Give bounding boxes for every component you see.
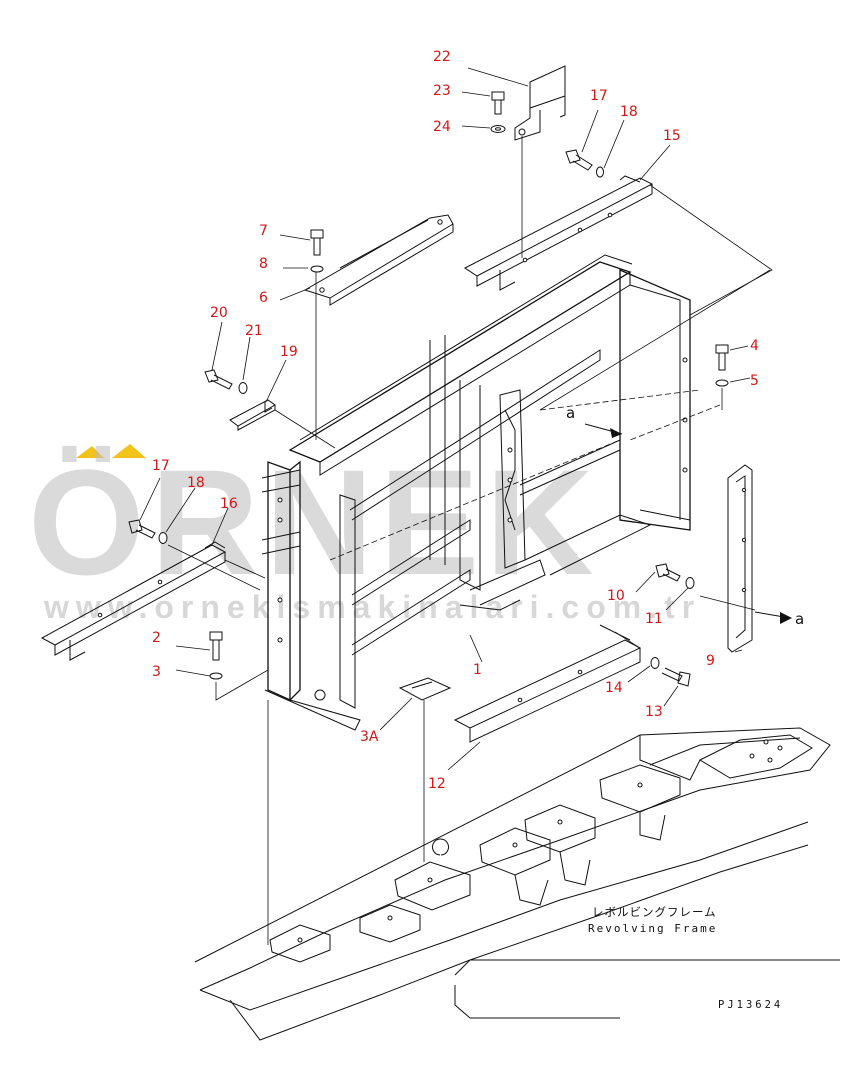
bracket-19 bbox=[229, 399, 276, 431]
callout-5: 5 bbox=[750, 373, 759, 389]
bolt-17-left bbox=[128, 519, 156, 539]
callout-17-left: 17 bbox=[152, 458, 170, 474]
washer-11 bbox=[685, 577, 695, 589]
callout-12: 12 bbox=[428, 776, 446, 792]
bolt-17-top bbox=[565, 149, 593, 171]
callout-24: 24 bbox=[433, 119, 451, 135]
bolt-23 bbox=[491, 91, 505, 115]
callout-14: 14 bbox=[605, 680, 623, 696]
bracket-22 bbox=[514, 65, 566, 141]
watermark-brand: ÖRNEK bbox=[28, 438, 600, 606]
rail-15 bbox=[464, 175, 654, 291]
washer-14 bbox=[650, 657, 660, 669]
washer-3 bbox=[209, 672, 223, 680]
callout-23: 23 bbox=[433, 83, 451, 99]
bolt-2 bbox=[209, 631, 223, 661]
guard-frame bbox=[261, 254, 691, 731]
watermark-accent-left bbox=[76, 446, 104, 458]
callout-1: 1 bbox=[473, 662, 482, 678]
drawing-code: PJ13624 bbox=[718, 999, 783, 1011]
revolving-frame bbox=[194, 727, 840, 1041]
callout-15: 15 bbox=[663, 128, 681, 144]
callout-16: 16 bbox=[220, 496, 238, 512]
callout-20: 20 bbox=[210, 305, 228, 321]
washer-8 bbox=[310, 265, 324, 273]
labels: a a レボルビングフレーム Revolving Frame PJ13624 bbox=[566, 404, 804, 1011]
washer-24 bbox=[490, 125, 506, 133]
frame-label-jp: レボルビングフレーム bbox=[592, 905, 717, 919]
washer-5 bbox=[715, 379, 729, 387]
callout-2: 2 bbox=[152, 630, 161, 646]
callout-9: 9 bbox=[706, 653, 715, 669]
callout-6: 6 bbox=[259, 290, 268, 306]
side-plate-9 bbox=[727, 464, 753, 653]
callout-7: 7 bbox=[259, 223, 268, 239]
washer-18-left bbox=[158, 532, 168, 544]
plate-6 bbox=[303, 214, 454, 306]
frame-label-en: Revolving Frame bbox=[588, 922, 717, 935]
callout-3a: 3A bbox=[360, 729, 379, 745]
bolt-20 bbox=[204, 369, 233, 390]
ref-letter-a-right: a bbox=[795, 610, 804, 628]
callout-18-left: 18 bbox=[187, 475, 205, 491]
callout-19: 19 bbox=[280, 344, 298, 360]
callout-21: 21 bbox=[245, 323, 263, 339]
callout-17-top: 17 bbox=[590, 88, 608, 104]
ref-letter-a-upper: a bbox=[566, 404, 575, 422]
callout-10: 10 bbox=[607, 588, 625, 604]
rail-16 bbox=[40, 541, 227, 661]
bolt-13 bbox=[661, 667, 691, 687]
watermark-accent-right bbox=[112, 444, 146, 458]
callout-3: 3 bbox=[152, 664, 161, 680]
leader-lines bbox=[139, 67, 792, 945]
bolt-4 bbox=[715, 344, 729, 371]
bolt-10 bbox=[655, 563, 681, 582]
callout-11: 11 bbox=[645, 611, 663, 627]
washer-18-top bbox=[596, 166, 604, 178]
bolt-7 bbox=[310, 229, 324, 256]
callout-8: 8 bbox=[259, 256, 268, 272]
callout-22: 22 bbox=[433, 49, 451, 65]
callout-4: 4 bbox=[750, 338, 759, 354]
callout-13: 13 bbox=[645, 704, 663, 720]
callout-18-top: 18 bbox=[620, 104, 638, 120]
washer-21 bbox=[238, 382, 248, 394]
callouts: 22 23 24 17 18 15 7 8 6 20 21 19 4 5 17 … bbox=[152, 49, 759, 792]
spacer-3a bbox=[398, 677, 452, 701]
watermark: ÖRNEK www.ornekismakinalari.com.tr bbox=[28, 438, 694, 625]
